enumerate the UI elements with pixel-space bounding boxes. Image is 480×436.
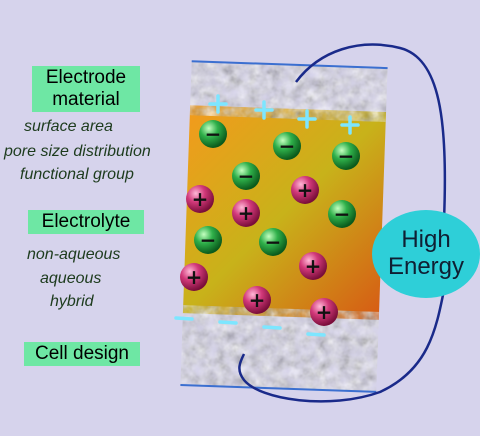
electrode-plus-sign (297, 109, 317, 129)
minus-sign: − (200, 228, 217, 252)
electrolyte-type-non-aqueous: non-aqueous (27, 246, 121, 263)
external-circuit-wire (238, 43, 447, 403)
electrode-plus-sign (208, 94, 228, 114)
ions-layer: −−−−−−−+++++++ (180, 120, 360, 326)
negative-ion: − (273, 132, 301, 160)
bottom-electrode (180, 305, 380, 392)
electrode-minus-sign (218, 320, 238, 325)
electrode-property-surface-area: surface area (24, 118, 113, 135)
negative-ion: − (199, 120, 227, 148)
minus-sign: − (238, 164, 255, 188)
negative-ion: − (332, 142, 360, 170)
minus-sign: − (334, 202, 351, 226)
electrode-plus-sign (254, 100, 274, 120)
positive-ion: + (310, 298, 338, 326)
negative-ion: − (232, 162, 260, 190)
plus-sign: + (186, 265, 203, 289)
minus-sign: − (279, 134, 296, 158)
positive-ion: + (180, 263, 208, 291)
electrode-label-line2: material (52, 89, 120, 110)
top-electrode (189, 61, 388, 123)
plus-sign: + (192, 187, 209, 211)
minus-sign: − (338, 144, 355, 168)
electrolyte-label: Electrolyte (28, 210, 144, 234)
negative-ion: − (194, 226, 222, 254)
negative-ion: − (259, 228, 287, 256)
high-energy-label-line2: Energy (388, 253, 464, 280)
plus-sign: + (316, 300, 333, 324)
electrode-property-pore-size: pore size distribution (4, 143, 151, 160)
positive-ion: + (232, 199, 260, 227)
electrode-property-functional-group: functional group (20, 166, 134, 183)
cell-design-label: Cell design (24, 342, 140, 366)
electrode-minus-sign (262, 325, 282, 330)
plus-sign: + (305, 254, 322, 278)
positive-ion: + (299, 252, 327, 280)
electrolyte-type-aqueous: aqueous (40, 270, 102, 287)
positive-ion: + (186, 185, 214, 213)
bottom-electrode-negative-charges (174, 316, 326, 337)
high-energy-label-line1: High (401, 226, 450, 253)
high-energy-ellipse (372, 210, 480, 298)
electrolyte-type-hybrid: hybrid (50, 293, 94, 310)
electrode-material-label: Electrode material (32, 66, 140, 112)
plus-sign: + (249, 288, 266, 312)
negative-ion: − (328, 200, 356, 228)
electrode-minus-sign (174, 316, 194, 321)
electrode-minus-sign (306, 332, 326, 337)
plus-sign: + (238, 201, 255, 225)
top-electrode-positive-charges (208, 94, 360, 135)
minus-sign: − (265, 230, 282, 254)
electrode-label-line1: Electrode (45, 67, 127, 88)
positive-ion: + (291, 176, 319, 204)
minus-sign: − (205, 122, 222, 146)
plus-sign: + (297, 178, 314, 202)
positive-ion: + (243, 286, 271, 314)
electrode-plus-sign (340, 115, 360, 135)
